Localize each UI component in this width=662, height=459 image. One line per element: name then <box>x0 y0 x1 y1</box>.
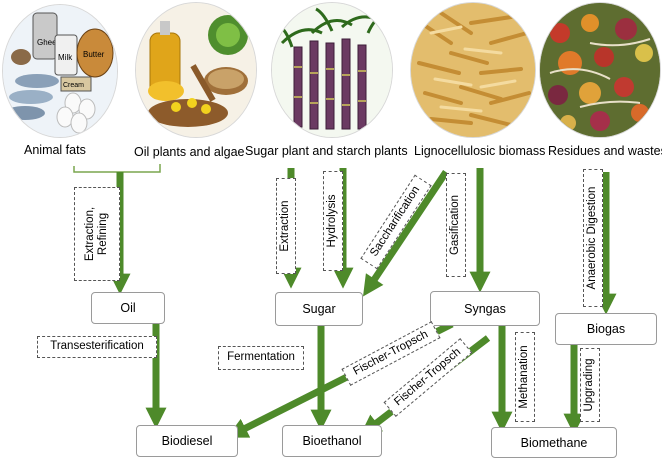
process-transesterification: Transesterification <box>37 336 157 358</box>
process-fermentation: Fermentation <box>218 346 304 370</box>
sugarcane-photo-icon <box>271 2 393 138</box>
bioethanol-box: Bioethanol <box>282 425 382 457</box>
source-label-sugar-plants: Sugar plant and starch plants <box>245 144 408 158</box>
ghee-text: Ghee <box>37 38 57 47</box>
source-label-lignocellulosic: Lignocellulosic biomass <box>414 144 546 158</box>
process-extraction-refining: Extraction, Refining <box>74 187 120 281</box>
wood-chips-illustration <box>411 3 535 137</box>
source-label-oil-plants: Oil plants and algae <box>134 145 245 159</box>
syngas-box: Syngas <box>430 291 540 326</box>
source-label-animal-fats: Animal fats <box>24 143 86 157</box>
food-waste-illustration <box>540 3 660 137</box>
process-anaerobic-digestion: Anaerobic Digestion <box>583 169 603 307</box>
process-methanation: Methanation <box>515 332 535 422</box>
process-extraction: Extraction <box>276 178 296 274</box>
oil-plants-photo-icon <box>135 2 257 138</box>
butter-text: Butter <box>83 50 105 59</box>
biodiesel-box: Biodiesel <box>136 425 238 457</box>
animal-fats-photo-icon: Ghee Milk Butter Cream <box>2 4 118 138</box>
wood-chips-photo-icon <box>410 2 536 138</box>
bracket-line <box>73 164 161 173</box>
oil-plants-illustration <box>136 3 256 137</box>
source-label-residues: Residues and wastes <box>548 144 662 158</box>
sugarcane-illustration <box>272 3 392 137</box>
process-hydrolysis: Hydrolysis <box>323 171 343 271</box>
food-waste-photo-icon <box>539 2 661 138</box>
arrow-saccharification-to-sugar <box>363 170 449 297</box>
biogas-box: Biogas <box>555 313 657 345</box>
animal-fats-illustration: Ghee Milk Butter Cream <box>3 5 117 137</box>
biomethane-box: Biomethane <box>491 427 617 458</box>
sugar-box: Sugar <box>275 292 363 326</box>
process-gasification: Gasification <box>446 173 466 277</box>
oil-box: Oil <box>91 292 165 324</box>
cream-text: Cream <box>63 82 84 89</box>
milk-text: Milk <box>58 53 73 62</box>
process-upgrading: Upgrading <box>580 348 600 422</box>
